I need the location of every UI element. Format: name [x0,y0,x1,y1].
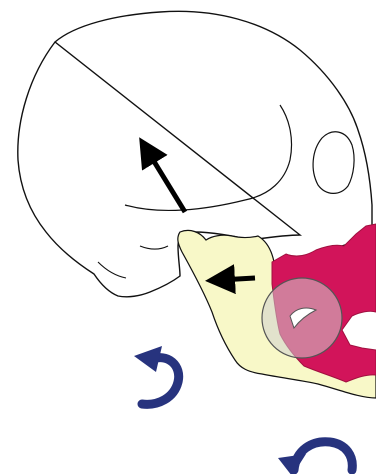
rotate-arrow-icon [134,346,179,404]
rotate-arrow-icon [278,442,352,474]
orbit-outline [313,132,354,194]
straight-arrow-icon [220,278,255,280]
